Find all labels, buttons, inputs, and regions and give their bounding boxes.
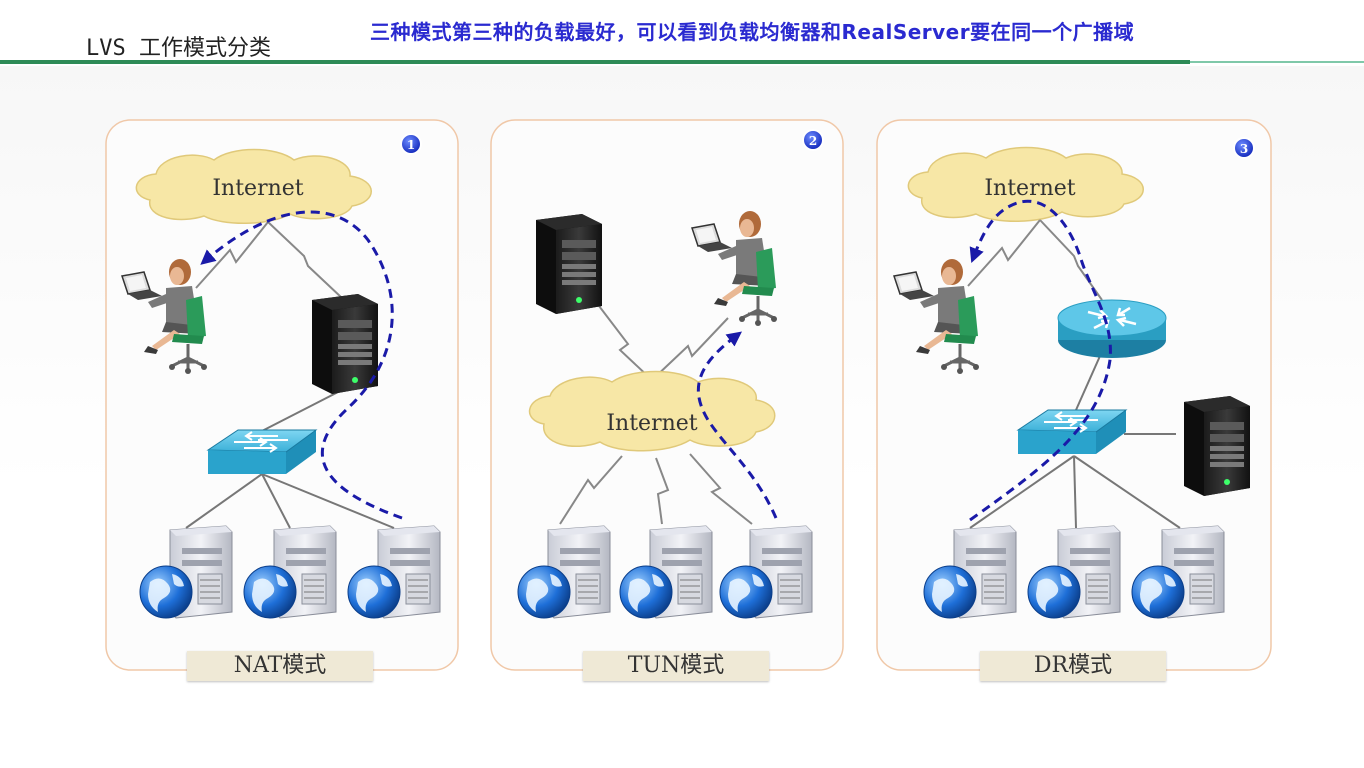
nat-traffic-path — [200, 210, 403, 520]
header-rule-light — [1190, 61, 1364, 63]
slide-title: LVS 工作模式分类 — [86, 36, 271, 61]
tun-panel: 2 Internet — [490, 119, 844, 671]
dr-router — [1056, 298, 1168, 360]
dr-client-link — [967, 219, 1041, 287]
nat-badge-number: 1 — [407, 138, 415, 152]
nat-switch-server-links — [185, 473, 395, 529]
dr-traffic-path — [969, 199, 1112, 522]
dr-badge: 3 — [1233, 137, 1255, 159]
tun-client-link — [651, 317, 729, 381]
annotation-banner: 三种模式第三种的负载最好，可以看到负载均衡器和RealServer要在同一个广播… — [370, 20, 1135, 44]
tun-server1-link — [559, 455, 623, 525]
dr-badge-number: 3 — [1240, 142, 1248, 156]
nat-load-balancer-server — [312, 294, 378, 394]
dr-cloud-label: Internet — [984, 176, 1075, 201]
dr-switch-server-links — [969, 455, 1181, 529]
nat-badge: 1 — [400, 133, 422, 155]
dr-mode-label: DR模式 — [980, 651, 1166, 681]
tun-server3-link — [689, 453, 753, 525]
nat-lb-link — [267, 221, 343, 299]
dr-router-switch-link — [1075, 355, 1101, 411]
nat-client-link — [195, 221, 269, 289]
tun-internet-cloud: Internet — [528, 370, 776, 452]
tun-cloud-label: Internet — [606, 411, 697, 436]
tun-server2-link — [655, 457, 670, 525]
tun-lb-link — [595, 301, 653, 381]
tun-traffic-path — [696, 331, 778, 519]
dr-panel: 3 Internet — [876, 119, 1272, 671]
nat-panel: Internet 1 — [105, 119, 459, 671]
dr-load-balancer-server — [1184, 396, 1250, 496]
nat-lb-switch-link — [259, 389, 343, 433]
dr-router-link — [1039, 219, 1103, 301]
dr-internet-cloud: Internet — [907, 146, 1144, 222]
nat-mode-label: NAT模式 — [187, 651, 373, 681]
tun-load-balancer-server — [536, 214, 602, 314]
nat-internet-cloud: Internet — [135, 148, 372, 224]
tun-mode-label: TUN模式 — [583, 651, 769, 681]
tun-badge: 2 — [802, 129, 824, 151]
tun-badge-number: 2 — [809, 134, 817, 148]
nat-cloud-label: Internet — [212, 176, 303, 201]
header-rule — [0, 60, 1190, 64]
